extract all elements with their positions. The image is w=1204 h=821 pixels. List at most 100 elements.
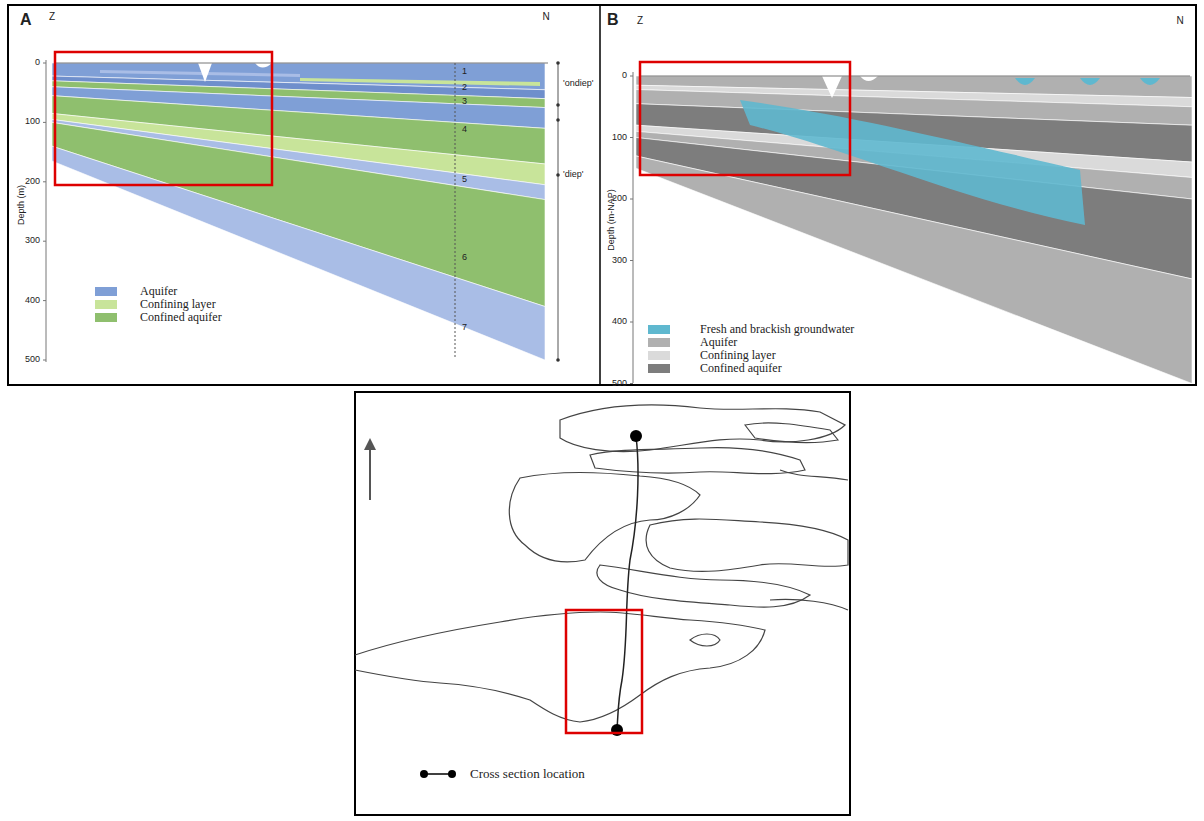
drawing-stroke [590, 448, 805, 474]
legend-text: Confined aquifer [700, 362, 782, 375]
legend-dot [448, 770, 456, 778]
drawing-stroke [43, 181, 46, 182]
drawing-stroke [690, 634, 720, 646]
drawing-stroke [55, 52, 272, 185]
axis-label: 400 [612, 317, 627, 327]
drawing-stroke [630, 76, 633, 77]
axis-label: Z [637, 15, 643, 26]
drawing-stroke [43, 300, 46, 301]
legend-swatch [648, 338, 670, 347]
drawing-stroke [640, 76, 1190, 77]
drawing-stroke [300, 78, 540, 86]
drawing-stroke [640, 62, 850, 175]
drawing-stroke [1080, 78, 1100, 85]
north-arrow-head [364, 438, 376, 450]
legend-swatch [95, 287, 117, 296]
drawing-stroke [46, 60, 47, 362]
drawing-stroke [770, 599, 848, 610]
axis-label: 300 [612, 256, 627, 266]
drawing-stroke [43, 63, 46, 64]
legend-text: Confined aquifer [140, 311, 222, 324]
drawing-stroke [646, 519, 848, 571]
axis-label: 200 [25, 177, 40, 187]
axis-label: Depth (m-NAP) [607, 189, 617, 251]
axis-label: 0 [35, 58, 40, 68]
drawing-stroke [100, 70, 300, 77]
axis-label: 4 [462, 125, 467, 135]
drawing-stroke [780, 470, 848, 480]
map [355, 405, 848, 722]
axis-label: Depth (m) [17, 185, 27, 225]
legend-swatch [648, 364, 670, 373]
drawing-stroke [198, 63, 212, 82]
axis-label: 300 [25, 236, 40, 246]
drawing-stroke [556, 103, 560, 107]
aquifer-layer [52, 122, 545, 306]
drawing-stroke [509, 473, 700, 562]
map-frame [355, 392, 850, 815]
drawing-stroke [556, 61, 560, 65]
axis-label: 100 [25, 117, 40, 127]
drawing-stroke [822, 76, 842, 98]
axis-label: 500 [612, 379, 627, 389]
drawing-stroke [255, 63, 272, 68]
legend-swatch [95, 300, 117, 309]
drawing-stroke [556, 118, 560, 122]
axis-label: 3 [462, 97, 467, 107]
aquifer-layer [52, 146, 545, 360]
legend-text: Aquifer [140, 285, 177, 298]
axis-label: 6 [462, 253, 467, 263]
cross-section-b [636, 76, 1192, 383]
legend-swatch [95, 313, 117, 322]
drawing-stroke [55, 63, 548, 64]
legend-text: Confining layer [700, 349, 776, 362]
section-end [630, 430, 642, 442]
drawing-stroke [630, 199, 633, 200]
drawing-stroke [630, 383, 633, 384]
legend-swatch [648, 325, 670, 334]
axis-label: N [542, 11, 549, 22]
north-arrow [369, 445, 371, 500]
axis-label: Z [49, 11, 55, 22]
drawing-stroke [745, 423, 838, 443]
drawing-stroke [633, 72, 634, 383]
legend-dot [420, 770, 428, 778]
cross-section-a [52, 63, 545, 360]
axes [43, 60, 1190, 384]
drawing-stroke [560, 405, 845, 452]
axis-label: 400 [25, 296, 40, 306]
drawing-stroke [558, 63, 559, 360]
drawing-stroke [455, 63, 456, 358]
axis-label: 'diep' [563, 170, 583, 180]
axis-label: N [1176, 15, 1183, 26]
drawing-stroke [630, 137, 633, 138]
aquifer-layer [636, 156, 1192, 383]
axis-label: 0 [622, 71, 627, 81]
panel-letter: B [607, 11, 619, 29]
drawing-stroke [43, 241, 46, 242]
axis-label: 'ondiep' [563, 79, 593, 89]
drawing-stroke [1015, 78, 1035, 85]
drawing-stroke [630, 260, 633, 261]
drawing-stroke [43, 360, 46, 361]
drawing-stroke [556, 358, 560, 362]
legend-line [424, 773, 452, 775]
drawing-stroke [630, 322, 633, 323]
drawing-stroke [740, 100, 1085, 225]
legend-swatch [648, 351, 670, 360]
axis-label: 100 [612, 133, 627, 143]
legend-text: Aquifer [700, 336, 737, 349]
highlights [55, 52, 850, 185]
drawing-stroke [556, 173, 560, 177]
axis-label: 500 [25, 355, 40, 365]
legend-text: Fresh and brackish groundwater [700, 323, 854, 336]
panel-letter: A [20, 11, 32, 29]
panel-divider [599, 5, 601, 385]
panel-frame [8, 5, 1196, 385]
axis-label: 5 [462, 175, 467, 185]
section-line [617, 436, 638, 730]
axis-label: 2 [462, 83, 467, 93]
axis-label: 7 [462, 323, 467, 333]
drawing-stroke [355, 612, 765, 722]
